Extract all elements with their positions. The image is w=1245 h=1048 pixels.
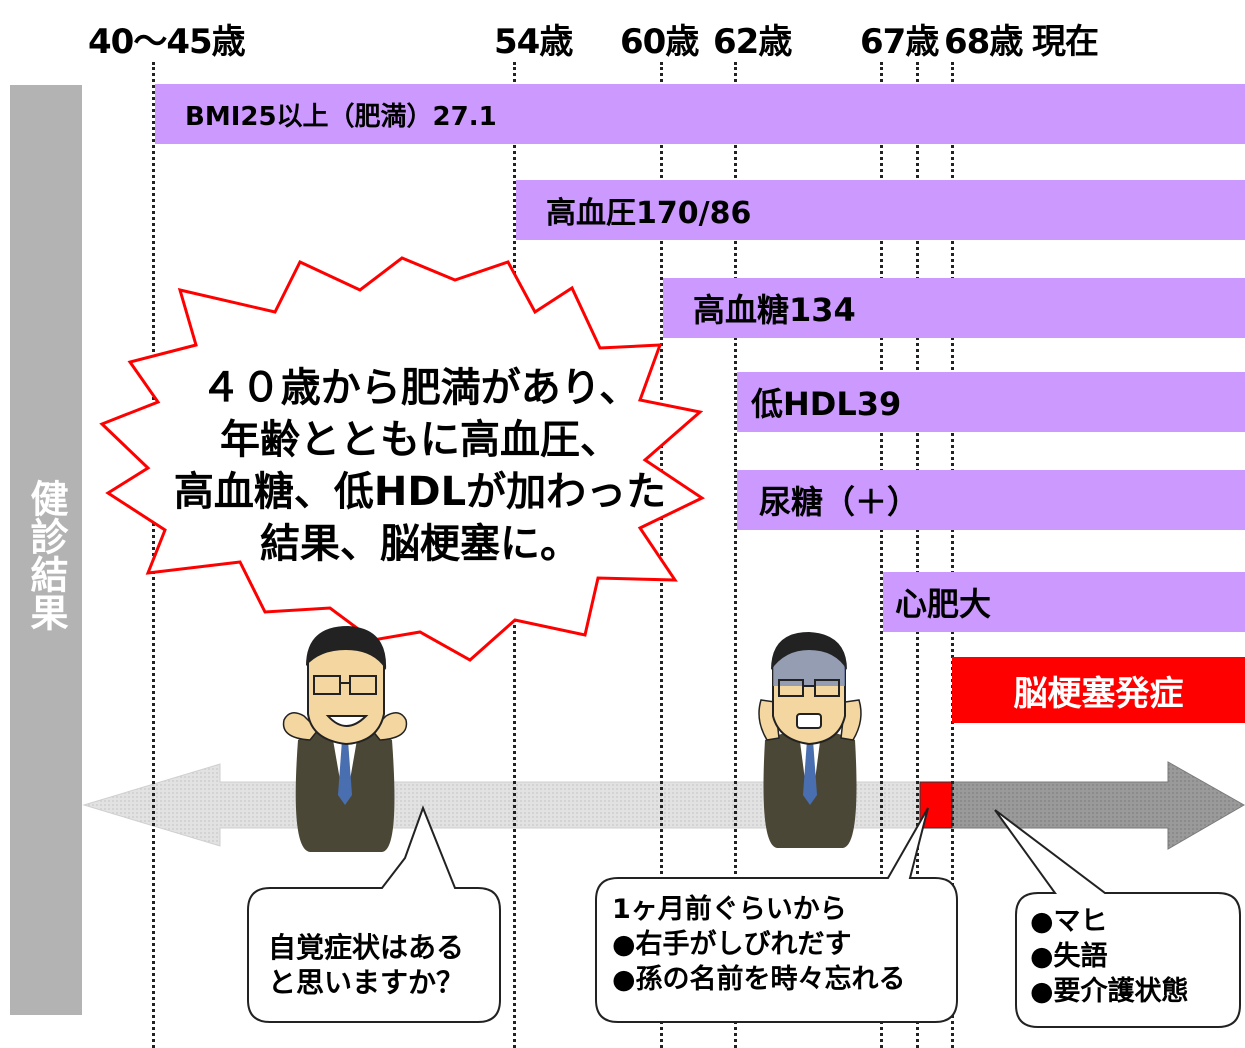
bar-cardiomegaly: 心肥大 <box>883 572 1245 632</box>
divider-age-68 <box>951 62 954 1048</box>
callout-question-bubble <box>247 805 501 1023</box>
callout-question-line-2: と思いますか？ <box>268 966 465 999</box>
divider-age-67 <box>880 62 883 1048</box>
bar-blood-glucose: 高血糖134 <box>663 278 1245 338</box>
callout-symptoms-line-1: 1ヶ月前ぐらいから <box>612 894 847 925</box>
callout-symptoms-text: 1ヶ月前ぐらいから ●右手がしびれだす ●孫の名前を時々忘れる <box>612 892 906 997</box>
sidebar-label: 健診結果 <box>24 479 68 631</box>
bar-bmi-label: BMI25以上（肥満）27.1 <box>185 101 497 132</box>
callout-results-line-2: ●失語 <box>1030 941 1108 972</box>
burst-line-1: ４０歳から肥満があり、 <box>200 365 640 411</box>
callout-results-line-3: ●要介護状態 <box>1030 976 1189 1007</box>
smiling-man-icon <box>282 626 408 852</box>
age-label-67: 67歳 <box>860 22 939 62</box>
burst-line-2: 年齢とともに高血圧、 <box>220 417 620 463</box>
bar-low-hdl: 低HDL39 <box>737 372 1245 432</box>
divider-age-62 <box>734 62 737 1048</box>
bar-blood-pressure: 高血圧170/86 <box>516 180 1245 240</box>
bar-low-hdl-label: 低HDL39 <box>751 385 902 423</box>
age-label-60: 60歳 <box>620 22 699 62</box>
callout-results-line-1: ●マヒ <box>1030 906 1108 937</box>
age-label-62: 62歳 <box>713 22 792 62</box>
callout-question-text: 自覚症状はある と思いますか？ <box>268 930 464 1000</box>
burst-line-3: 高血糖、低HDLが加わった <box>173 469 667 515</box>
bar-cardiomegaly-label: 心肥大 <box>895 585 992 623</box>
divider-age-67b <box>916 62 919 1048</box>
bar-urine-sugar-label: 尿糖（＋） <box>759 483 920 521</box>
divider-age-60 <box>660 62 663 1048</box>
timeline-arrow-future <box>951 761 1245 850</box>
bar-blood-glucose-label: 高血糖134 <box>693 291 856 329</box>
sidebar-panel <box>10 85 82 1015</box>
stroke-onset-label: 脳梗塞発症 <box>952 657 1245 723</box>
age-label-40-45: 40～45歳 <box>88 22 246 62</box>
divider-age-40 <box>152 62 155 1048</box>
callout-symptoms-line-3: ●孫の名前を時々忘れる <box>612 964 906 995</box>
age-label-now: 現在 <box>1032 22 1099 62</box>
burst-message: ４０歳から肥満があり、 年齢とともに高血圧、 高血糖、低HDLが加わった 結果、… <box>160 362 680 570</box>
bar-bmi: BMI25以上（肥満）27.1 <box>155 84 1245 144</box>
age-label-54: 54歳 <box>494 22 573 62</box>
callout-symptoms-bubble <box>595 807 958 1023</box>
age-label-68: 68歳 <box>944 22 1023 62</box>
bar-blood-pressure-label: 高血圧170/86 <box>546 196 752 231</box>
burst-line-4: 結果、脳梗塞に。 <box>260 521 580 567</box>
callout-results-text: ●マヒ ●失語 ●要介護状態 <box>1030 904 1189 1009</box>
bar-urine-sugar: 尿糖（＋） <box>737 470 1245 530</box>
worried-man-icon <box>758 632 862 848</box>
callout-symptoms-line-2: ●右手がしびれだす <box>612 929 852 960</box>
callout-results-bubble <box>994 809 1241 1028</box>
callout-question-line-1: 自覚症状はある <box>268 931 465 964</box>
